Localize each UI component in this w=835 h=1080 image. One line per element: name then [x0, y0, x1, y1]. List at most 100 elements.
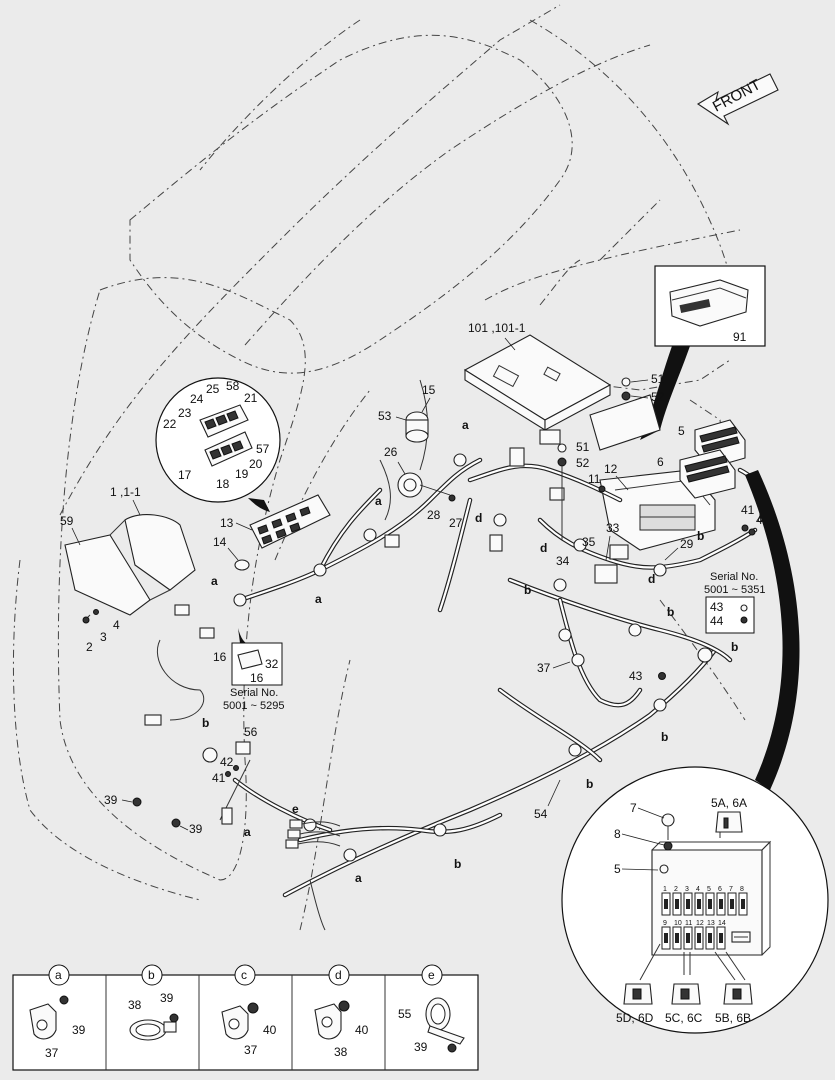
label-4: 4	[113, 618, 120, 632]
label-41a: 41	[741, 503, 755, 517]
label-41b: 41	[212, 771, 226, 785]
legend-e-part-2: 39	[414, 1040, 428, 1054]
letter-a-1: a	[462, 418, 469, 432]
letter-a-5: a	[244, 825, 251, 839]
legend-panel-e: e 55 39	[398, 964, 465, 1054]
bottom-fuse-element-12	[697, 933, 701, 943]
top-fuse-number-3: 3	[685, 886, 689, 893]
label-101: 101 ,101-1	[468, 321, 526, 335]
letter-d-1: d	[475, 511, 482, 525]
label-39a: 39	[104, 793, 118, 807]
bottom-fuse-element-11	[686, 933, 690, 943]
harness-connectors	[144, 429, 773, 726]
label-20: 20	[249, 457, 263, 471]
label-21: 21	[244, 391, 258, 405]
bolts-51-52: 51 52 51 52	[557, 372, 665, 540]
letter-b-7: b	[454, 857, 461, 871]
serial-box-right: Serial No. 5001 ~ 5351 43 44	[704, 571, 765, 634]
switch-detail-circle: 25 58 24 23 22 21 57 17 18 19 20	[155, 377, 281, 512]
legend-a-part-2: 37	[45, 1046, 59, 1060]
legend-c-part-1: 40	[263, 1023, 277, 1037]
label-32: 32	[265, 657, 279, 671]
label-57: 57	[256, 442, 270, 456]
radio-detail-box: 91	[640, 265, 766, 440]
legend-d-letter: d	[335, 968, 342, 982]
bottom-fuse-number-13: 13	[707, 920, 715, 927]
legend-b-part-1: 38	[128, 998, 142, 1012]
label-16b: 16	[250, 671, 264, 685]
top-fuse-number-4: 4	[696, 886, 700, 893]
bottom-fuse-number-9: 9	[663, 920, 667, 927]
cab-outline	[12, 4, 746, 931]
label-11: 11	[588, 472, 601, 486]
legend-panel-b: b 38 39	[128, 964, 179, 1041]
buzzer-53: 53 15	[378, 383, 436, 443]
top-fuse-number-6: 6	[718, 886, 722, 893]
letter-b-4: b	[661, 730, 668, 744]
label-58: 58	[226, 379, 240, 393]
top-fuse-number-5: 5	[707, 886, 711, 893]
label-44: 44	[710, 614, 724, 628]
label-42b: 42	[220, 755, 234, 769]
label-24: 24	[190, 392, 204, 406]
letter-a-2: a	[375, 494, 382, 508]
label-35: 35	[582, 535, 596, 549]
top-fuse-element-8	[741, 899, 745, 909]
letter-d-3: d	[648, 572, 655, 586]
labels-11-12: 11 12	[588, 462, 629, 493]
label-52b: 52	[576, 456, 590, 470]
fuse-label-5b6b: 5B, 6B	[715, 1011, 751, 1025]
bottom-fuse-number-10: 10	[674, 920, 682, 927]
top-fuse-element-4	[697, 899, 701, 909]
controller-unit: 101 ,101-1	[463, 321, 612, 431]
callout-wedge-fuse	[745, 470, 800, 790]
letter-b-2: b	[667, 605, 674, 619]
label-37: 37	[537, 661, 551, 675]
legend-d-part-2: 38	[334, 1045, 348, 1059]
label-91: 91	[733, 330, 747, 344]
letter-b-1: b	[524, 583, 531, 597]
serial-1-line1: Serial No.	[230, 687, 278, 699]
label-15: 15	[422, 383, 436, 397]
legend-c-part-2: 37	[244, 1043, 258, 1057]
serial-1-line2: 5001 ~ 5295	[223, 700, 284, 712]
legend-panel-c: c 40 37	[221, 964, 277, 1057]
label-34: 34	[556, 554, 570, 568]
bottom-fuse-element-9	[664, 933, 668, 943]
letter-e-1: e	[292, 802, 299, 816]
serial-2-line2: 5001 ~ 5351	[704, 584, 765, 596]
label-18: 18	[216, 477, 230, 491]
label-3: 3	[100, 630, 107, 644]
label-54: 54	[534, 807, 548, 821]
legend-e-part-1: 55	[398, 1007, 412, 1021]
front-arrow: FRONT	[696, 73, 779, 126]
legend-e-letter: e	[428, 968, 435, 982]
legend-b-part-2: 39	[160, 991, 174, 1005]
switch-panel-13: 13 14	[213, 494, 331, 571]
label-5: 5	[678, 424, 685, 438]
letter-b-3: b	[731, 640, 738, 654]
misc-labels-mid: 37 43 56 42 41 39 39 54	[104, 661, 666, 836]
label-53: 53	[378, 409, 392, 423]
fuse-label-5: 5	[614, 862, 621, 876]
label-26: 26	[384, 445, 398, 459]
fuse-label-7: 7	[630, 801, 637, 815]
fuse-label-5a6a: 5A, 6A	[711, 796, 747, 810]
label-59: 59	[60, 514, 74, 528]
top-fuse-element-1	[664, 899, 668, 909]
bottom-fuse-number-11: 11	[685, 920, 692, 927]
bottom-fuse-number-14: 14	[718, 920, 726, 927]
letter-a-6: a	[355, 871, 362, 885]
top-fuse-element-2	[675, 899, 679, 909]
legend: a 39 37 b 38 39 c 40 37	[12, 964, 479, 1071]
label-23: 23	[178, 406, 192, 420]
legend-a-letter: a	[55, 968, 62, 982]
buzzer-26: 26 28 27	[384, 445, 463, 530]
label-43a: 43	[710, 600, 724, 614]
label-17: 17	[178, 468, 192, 482]
letter-callouts: a a a a b b b b b b b d d d e a a b	[202, 418, 738, 885]
label-12: 12	[604, 462, 618, 476]
